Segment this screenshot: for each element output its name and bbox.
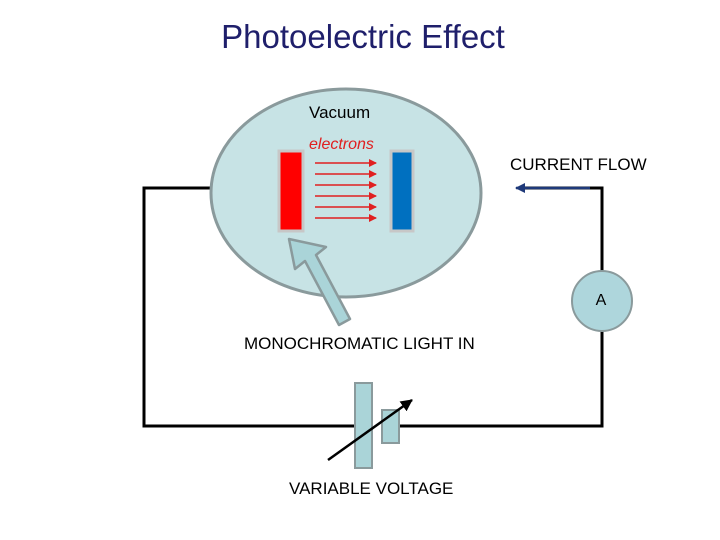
light-in-label: MONOCHROMATIC LIGHT IN bbox=[244, 334, 475, 353]
collector-plate bbox=[389, 149, 415, 233]
current-flow-label: CURRENT FLOW bbox=[510, 155, 647, 174]
ammeter-label: A bbox=[595, 292, 607, 309]
variable-voltage-label: VARIABLE VOLTAGE bbox=[289, 479, 454, 498]
electrons-label: electrons bbox=[309, 136, 374, 153]
emitter-plate bbox=[277, 149, 305, 233]
light-arrow bbox=[287, 237, 352, 327]
ammeter bbox=[571, 270, 633, 332]
variable-arrow bbox=[327, 398, 413, 462]
battery-long-plate bbox=[354, 382, 373, 469]
page-title: Photoelectric Effect bbox=[221, 18, 505, 55]
electron-arrows bbox=[315, 159, 377, 222]
vacuum-tube bbox=[209, 87, 483, 299]
vacuum-label: Vacuum bbox=[309, 103, 371, 122]
